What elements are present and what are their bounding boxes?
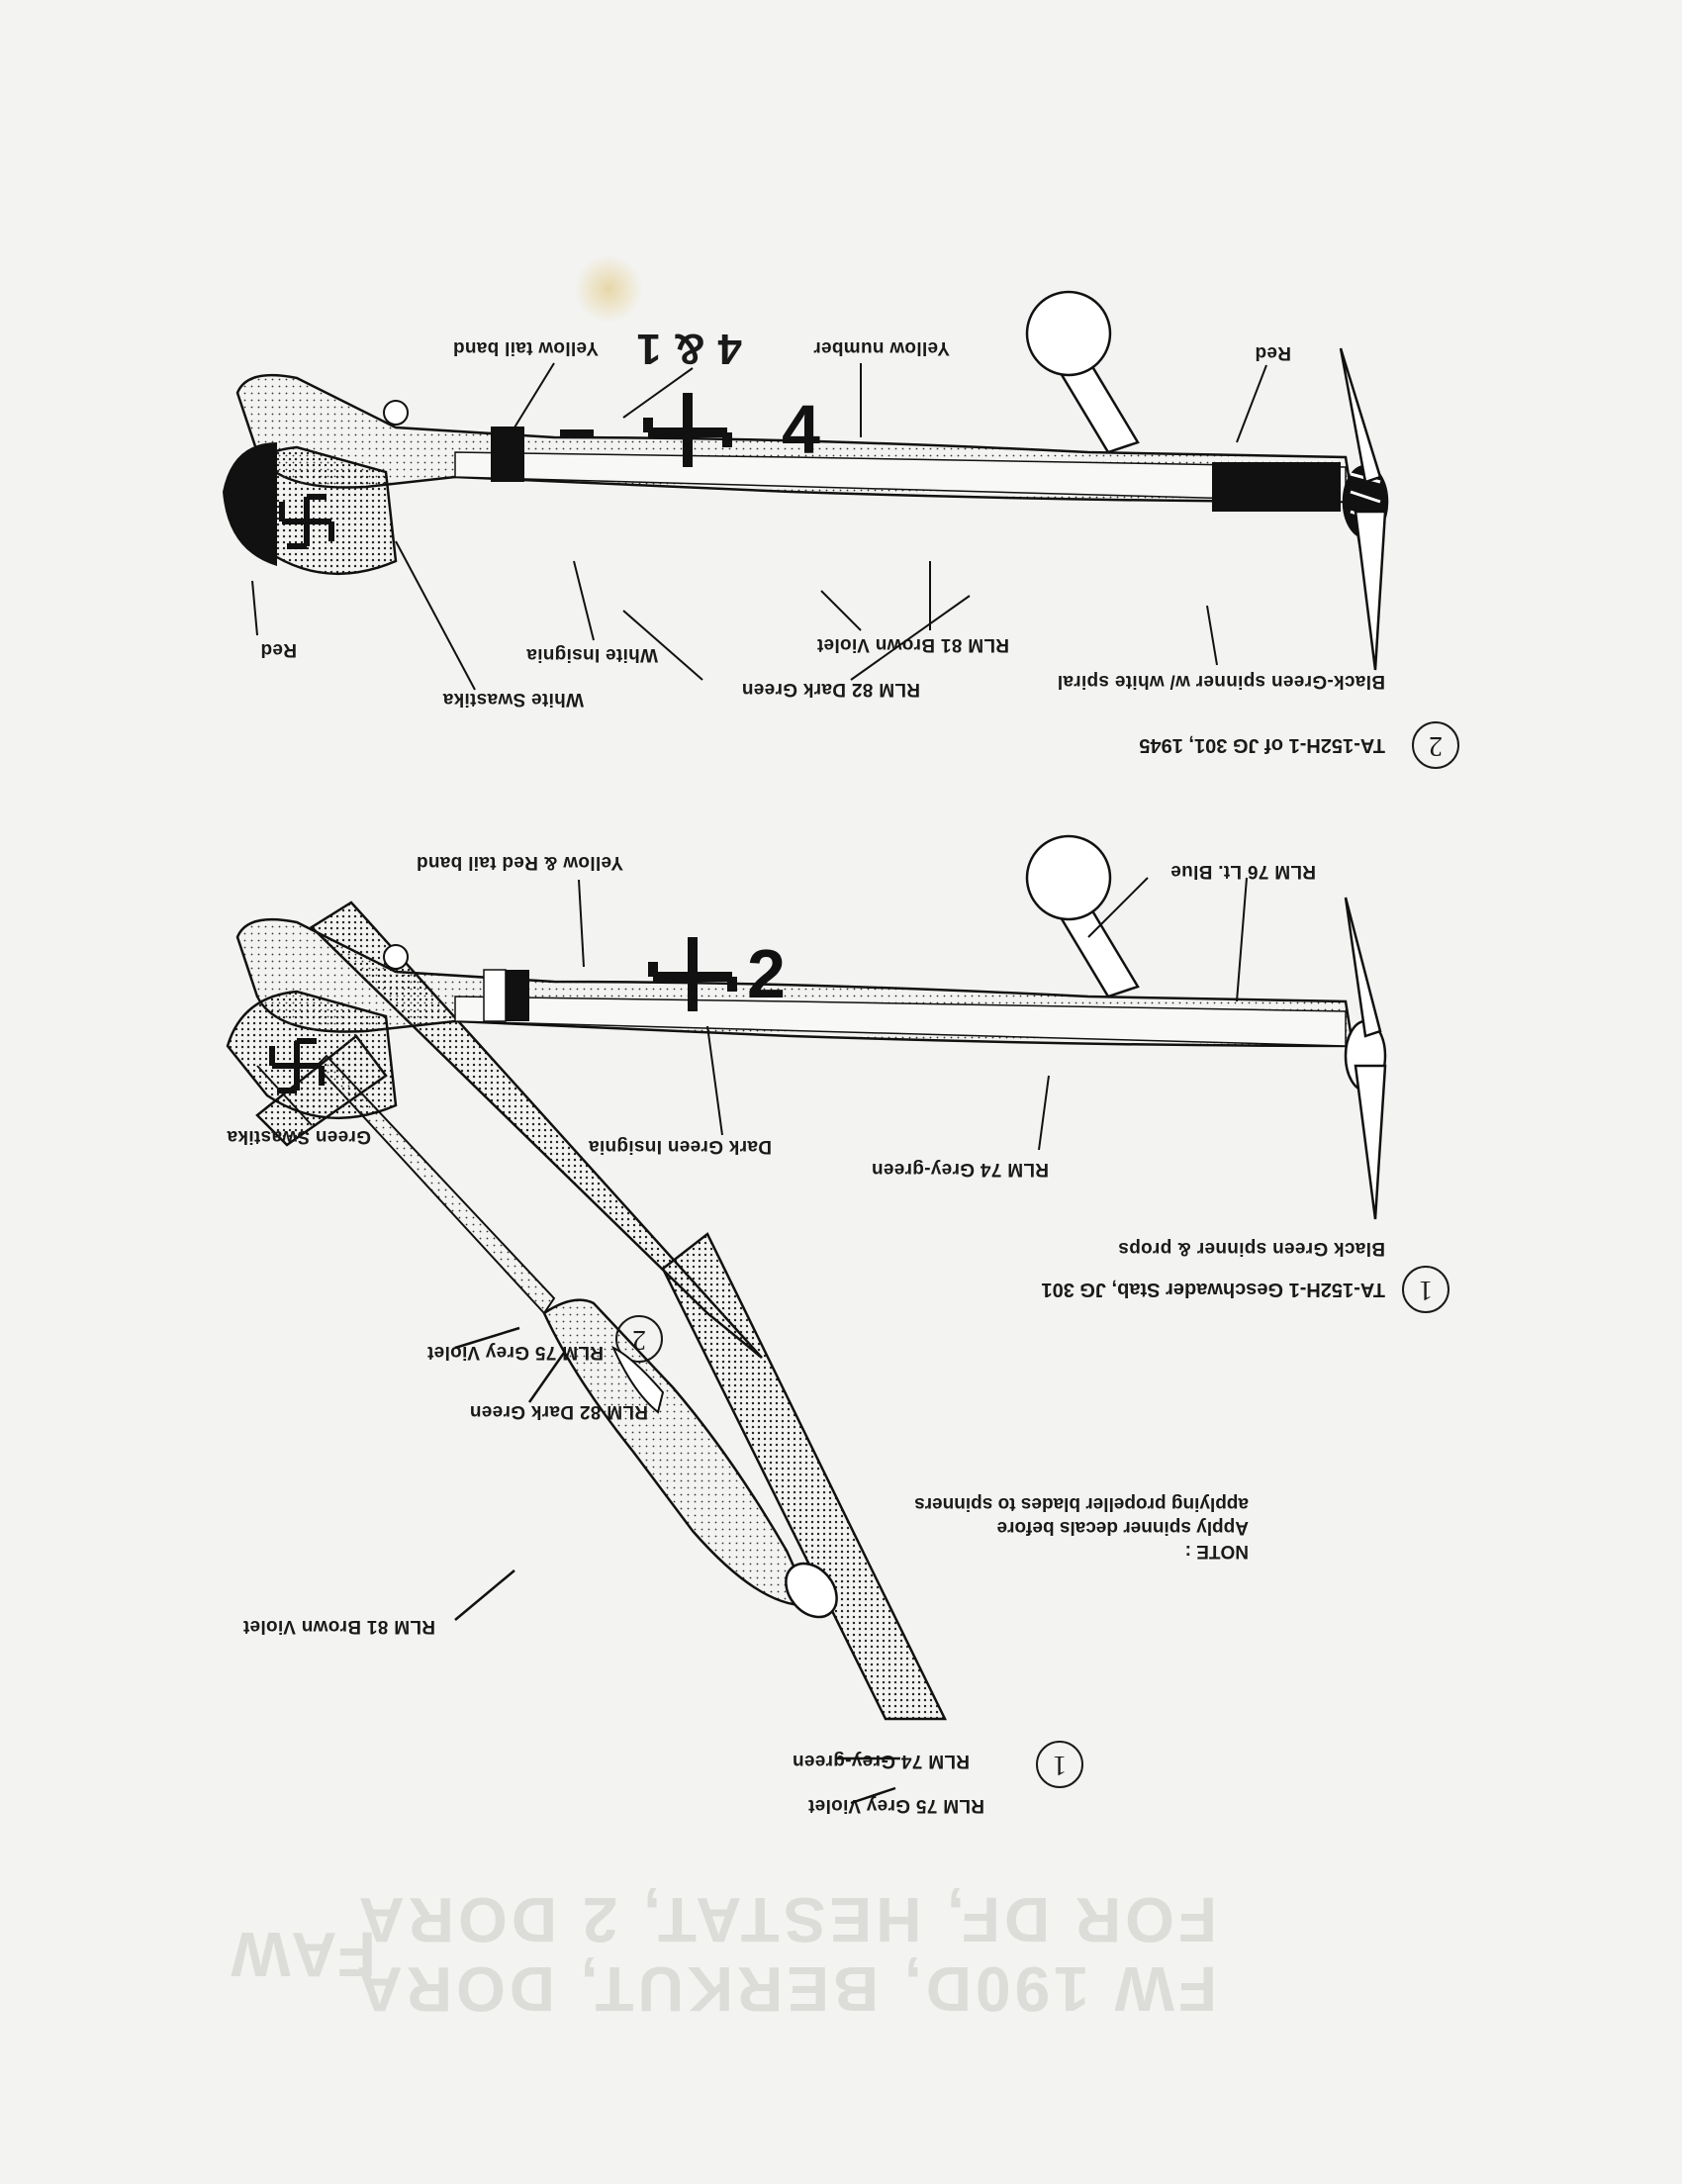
profile-1-tail-band-yellow [483,969,507,1022]
profile-2-swastika [279,494,334,549]
profile-2-prop-blade-down [1339,347,1382,484]
profile-2-rudder [223,442,277,566]
plan-spinner [785,1562,838,1619]
profile-1-tail-wheel [383,944,409,970]
profile-1-upper-light [454,996,1347,1047]
profile-2-tail-band [491,427,524,482]
plan-canopy [610,1345,665,1414]
profile-2-tail-wheel [383,400,409,426]
profile-2-nose-band [1212,462,1341,512]
profile-2-balkenkreuz [643,393,732,467]
profile-1-wheel [1025,834,1112,921]
profile-2-upper-light [454,451,1347,503]
profile-2-fuselage-number: 4 [782,391,820,468]
profile-1-prop-blade-up [1354,1064,1387,1220]
profile-1-tail-band-red [506,970,529,1021]
profile-1-fuselage-number: 2 [747,935,786,1012]
profile-1-fin [226,990,398,1120]
profile-1-prop-blade-down [1344,897,1382,1038]
profile-2-prop-blade-up [1354,510,1387,671]
profile-2-wheel [1025,290,1112,377]
profile-1-balkenkreuz [648,937,737,1011]
profile-1-swastika [269,1038,325,1093]
profile-2-bar-marking [560,429,594,437]
